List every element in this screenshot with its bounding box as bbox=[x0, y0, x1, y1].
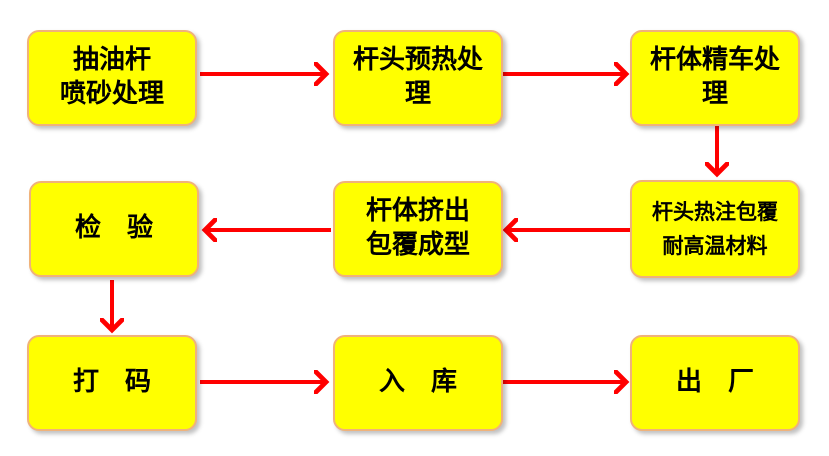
node-inspection: 检 验 bbox=[29, 181, 199, 277]
node-body-turning: 杆体精车处 理 bbox=[630, 30, 800, 126]
node-head-hot-injection: 杆头热注包覆 耐高温材料 bbox=[630, 180, 800, 278]
node-head-preheating: 杆头预热处 理 bbox=[333, 30, 503, 126]
node-warehousing: 入 库 bbox=[333, 335, 503, 431]
node-sandblasting: 抽油杆 喷砂处理 bbox=[27, 30, 197, 126]
node-shipment: 出 厂 bbox=[630, 335, 800, 431]
node-marking: 打 码 bbox=[27, 335, 197, 431]
node-extrusion-coating: 杆体挤出 包覆成型 bbox=[333, 181, 503, 277]
